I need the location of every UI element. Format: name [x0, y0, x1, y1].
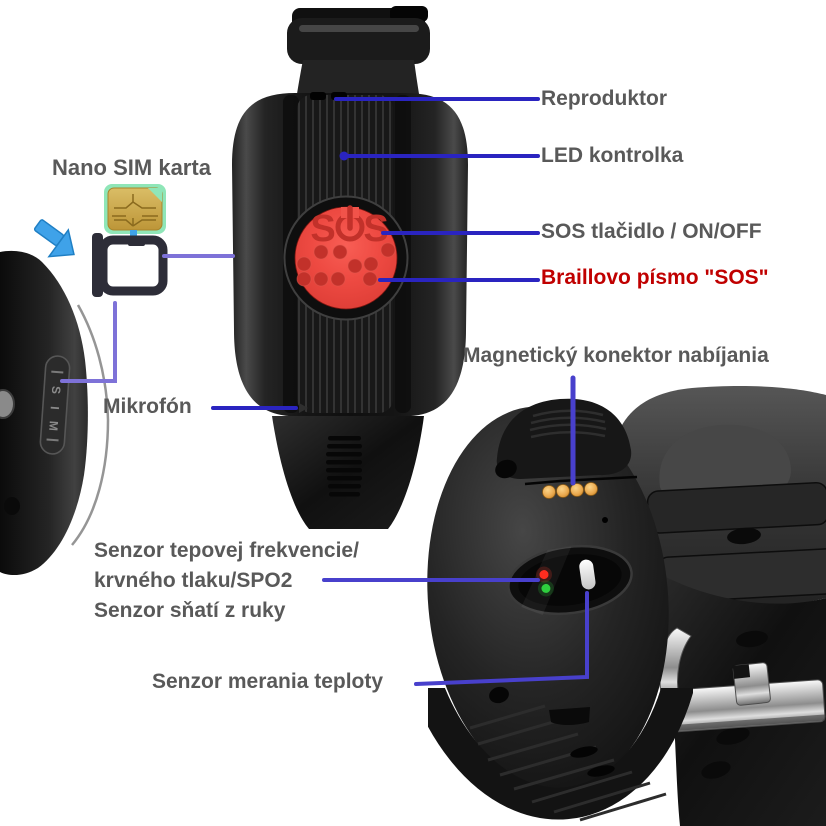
temperature-sensor-pill	[579, 559, 596, 590]
label-senzor-teploty: Senzor merania teploty	[152, 670, 384, 693]
strap-hole	[727, 527, 761, 545]
sim-slot-letter: I	[48, 406, 62, 410]
label-senzor-tlaku-spo2: krvného tlaku/SPO2	[94, 569, 293, 592]
sim-card-icon	[104, 184, 166, 234]
sim-slot-letter: S	[49, 386, 64, 395]
braille-sos-dots	[296, 242, 396, 287]
sensor-green-led	[541, 583, 551, 593]
strap-hole	[736, 630, 768, 648]
sensor-red-led	[539, 570, 549, 580]
label-nano-sim-karta: Nano SIM karta	[52, 155, 211, 180]
temperature-sensor-line	[414, 591, 589, 686]
strap-tip	[659, 424, 791, 499]
label-reproduktor: Reproduktor	[541, 87, 667, 110]
watch-front-view: S S	[232, 6, 468, 529]
label-mikrofon: Mikrofón	[103, 395, 192, 418]
strap-hole	[716, 727, 750, 745]
label-senzor-frekvencie: Senzor tepovej frekvencie/	[94, 539, 359, 562]
watch-side-view: S I M	[0, 250, 110, 576]
side-button	[0, 389, 15, 419]
sos-button-letter: S	[310, 208, 335, 250]
label-sos-tlacidlo: SOS tlačidlo / ON/OFF	[541, 220, 762, 243]
connector-lines	[60, 97, 589, 686]
label-magneticky-konektor: Magnetický konektor nabíjania	[463, 344, 769, 367]
charging-contacts-icon	[542, 482, 598, 499]
strap-vent-slots	[326, 436, 362, 497]
label-braillovo-pismo: Braillovo písmo "SOS"	[541, 266, 769, 289]
strap-hole	[701, 761, 731, 779]
watch-back-collar	[496, 398, 632, 479]
sim-slot-letter: M	[46, 420, 61, 431]
power-icon	[335, 205, 365, 242]
watch-back-view	[427, 385, 826, 826]
microphone-hole-icon	[299, 403, 308, 413]
collar-ribs	[529, 409, 607, 439]
sim-connector-line	[60, 301, 117, 383]
label-led-kontrolka: LED kontrolka	[541, 144, 684, 167]
sensor-window	[507, 544, 633, 616]
sos-button-letter: S	[363, 208, 388, 250]
sim-direction-arrow-icon	[33, 219, 75, 258]
strap-keeper-loop	[646, 481, 826, 534]
label-senzor-snatia: Senzor sňatí z ruky	[94, 599, 286, 622]
speaker-slot-icon	[310, 92, 326, 100]
sim-tray-icon	[92, 233, 168, 297]
strap-underside-ribs	[428, 688, 693, 822]
reset-pinhole	[602, 517, 608, 523]
